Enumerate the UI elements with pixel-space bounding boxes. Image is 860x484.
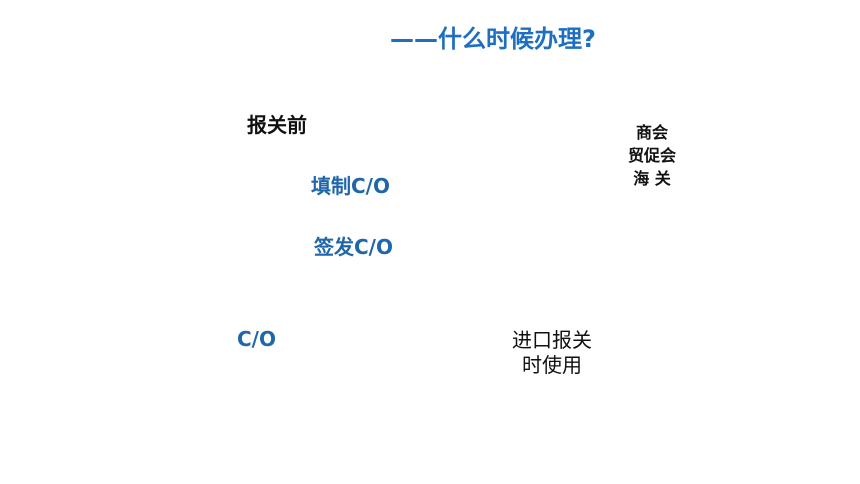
fill-co-label: 填制C/O [311,174,390,198]
slide-title: ——什么时候办理? [390,25,596,53]
issuing-organizations: 商会 贸促会 海 关 [628,121,676,190]
issue-co-label: 签发C/O [314,235,393,259]
import-use-note: 进口报关 时使用 [512,328,592,378]
import-use-line-1: 进口报关 [512,328,592,352]
org-chamber-of-commerce: 商会 [636,123,669,142]
co-label: C/O [237,327,276,351]
org-ccpit: 贸促会 [628,146,677,165]
import-use-line-2: 时使用 [522,353,582,377]
org-customs: 海 关 [633,169,671,188]
before-customs-label: 报关前 [247,113,307,137]
